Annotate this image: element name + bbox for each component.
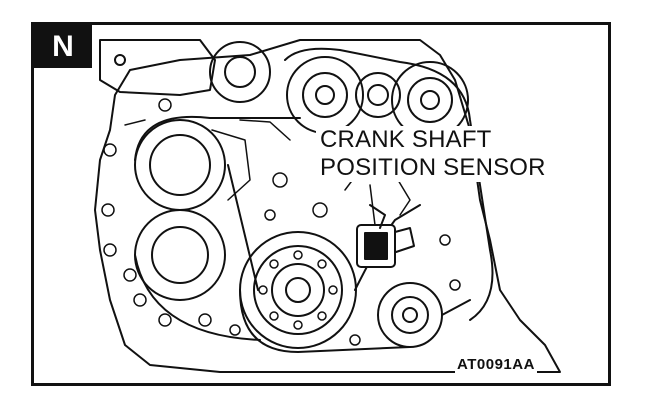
view-letter-badge: N: [34, 25, 92, 68]
compressor-pulley-upper: [134, 119, 226, 211]
small-pulley: [355, 72, 401, 118]
callout-leader: [369, 184, 376, 226]
callout-line-1: CRANK SHAFT: [320, 126, 492, 153]
alternator-bracket: [99, 39, 216, 96]
component-callout: CRANK SHAFT POSITION SENSOR: [316, 126, 550, 182]
compressor-pulley-lower: [134, 209, 226, 301]
idler-pulley-top: [286, 56, 364, 134]
upper-left-pulley: [209, 41, 271, 103]
figure-code: AT0091AA: [455, 356, 537, 373]
crank-position-sensor: [356, 204, 415, 268]
diagram-frame: [31, 22, 611, 386]
view-letter: N: [52, 29, 74, 63]
lower-idler-pulley: [377, 282, 443, 348]
bracket-bolt: [114, 54, 126, 66]
engine-block-outline: [94, 39, 561, 373]
callout-line-2: POSITION SENSOR: [320, 154, 546, 181]
drive-belt: [134, 116, 301, 341]
mounting-bolts: [101, 98, 461, 346]
crankshaft-bolt-holes: [258, 250, 338, 330]
